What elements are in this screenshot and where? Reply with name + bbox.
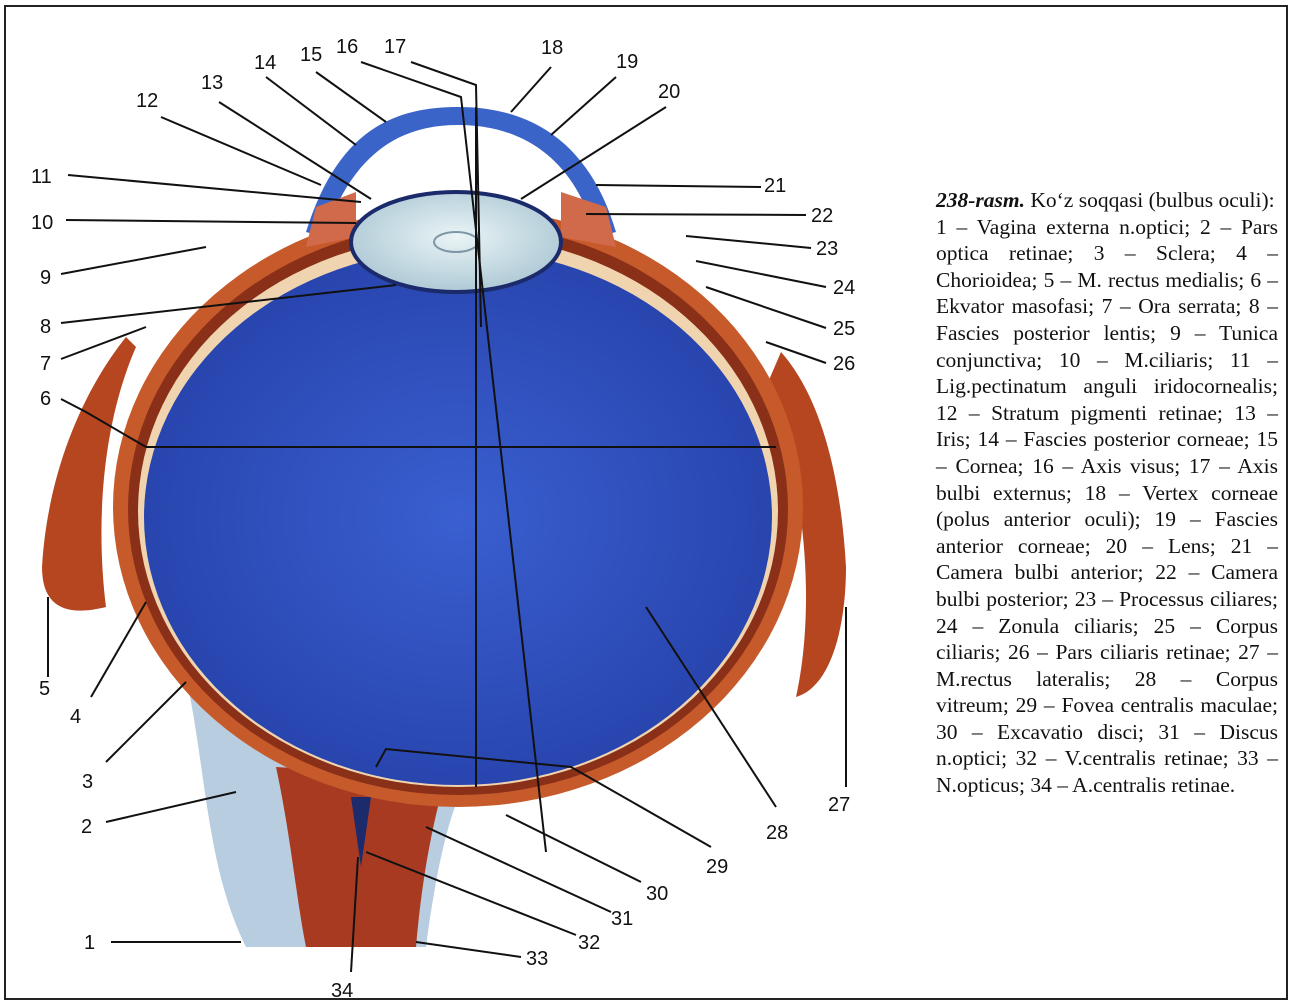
label-26: 26 <box>833 353 855 375</box>
figure-frame: 1 2 3 4 5 6 7 8 9 10 11 12 13 14 15 16 1… <box>4 5 1288 1000</box>
eyeball-diagram: 1 2 3 4 5 6 7 8 9 10 11 12 13 14 15 16 1… <box>6 7 926 1007</box>
label-1: 1 <box>84 932 95 954</box>
label-34: 34 <box>331 980 353 1002</box>
label-15: 15 <box>300 44 322 66</box>
label-31: 31 <box>611 908 633 930</box>
label-6: 6 <box>40 388 51 410</box>
label-7: 7 <box>40 353 51 375</box>
label-17: 17 <box>384 36 406 58</box>
label-3: 3 <box>82 771 93 793</box>
label-10: 10 <box>31 212 53 234</box>
label-18: 18 <box>541 37 563 59</box>
label-33: 33 <box>526 948 548 970</box>
label-2: 2 <box>81 816 92 838</box>
label-20: 20 <box>658 81 680 103</box>
label-21: 21 <box>764 175 786 197</box>
label-12: 12 <box>136 90 158 112</box>
label-22: 22 <box>811 205 833 227</box>
label-8: 8 <box>40 316 51 338</box>
label-29: 29 <box>706 856 728 878</box>
label-30: 30 <box>646 883 668 905</box>
label-11: 11 <box>31 166 52 188</box>
label-9: 9 <box>40 267 51 289</box>
label-24: 24 <box>833 277 855 299</box>
caption-title: 238-rasm. <box>936 188 1025 212</box>
corpus-vitreum <box>144 249 772 785</box>
label-19: 19 <box>616 51 638 73</box>
label-23: 23 <box>816 238 838 260</box>
label-16: 16 <box>336 36 358 58</box>
lens <box>351 192 561 292</box>
figure-caption: 238-rasm. Ko‘z soqqasi (bulbus oculi): 1… <box>936 187 1278 799</box>
caption-heading: Ko‘z soqqasi (bulbus oculi): <box>1030 188 1274 212</box>
label-4: 4 <box>70 706 81 728</box>
label-14: 14 <box>254 52 276 74</box>
label-27: 27 <box>828 794 850 816</box>
label-5: 5 <box>39 678 50 700</box>
label-25: 25 <box>833 318 855 340</box>
caption-legend: 1 – Vagina externa n.optici; 2 – Pars op… <box>936 215 1278 797</box>
label-32: 32 <box>578 932 600 954</box>
label-28: 28 <box>766 822 788 844</box>
label-13: 13 <box>201 72 223 94</box>
